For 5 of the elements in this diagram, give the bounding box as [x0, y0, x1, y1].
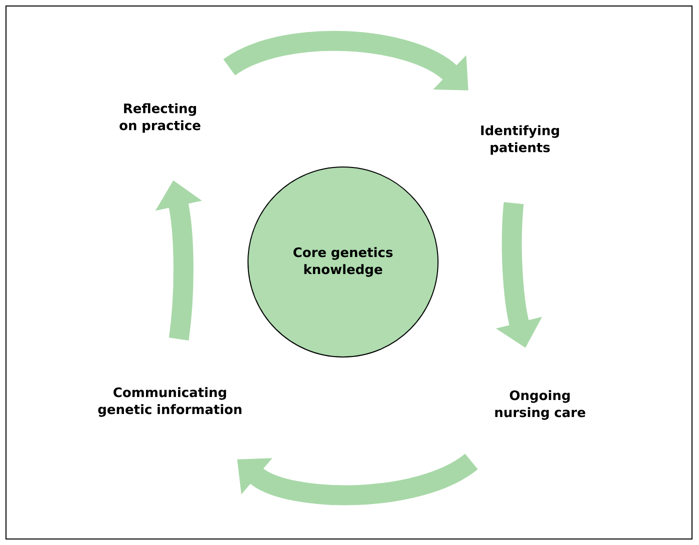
step-label: Ongoing nursing care [495, 390, 586, 420]
step-label: Communicating genetic information [98, 387, 242, 417]
step-label: Identifying patients [481, 125, 559, 155]
curved-arrow [224, 31, 468, 90]
step-label: Reflecting on practice [120, 103, 200, 133]
